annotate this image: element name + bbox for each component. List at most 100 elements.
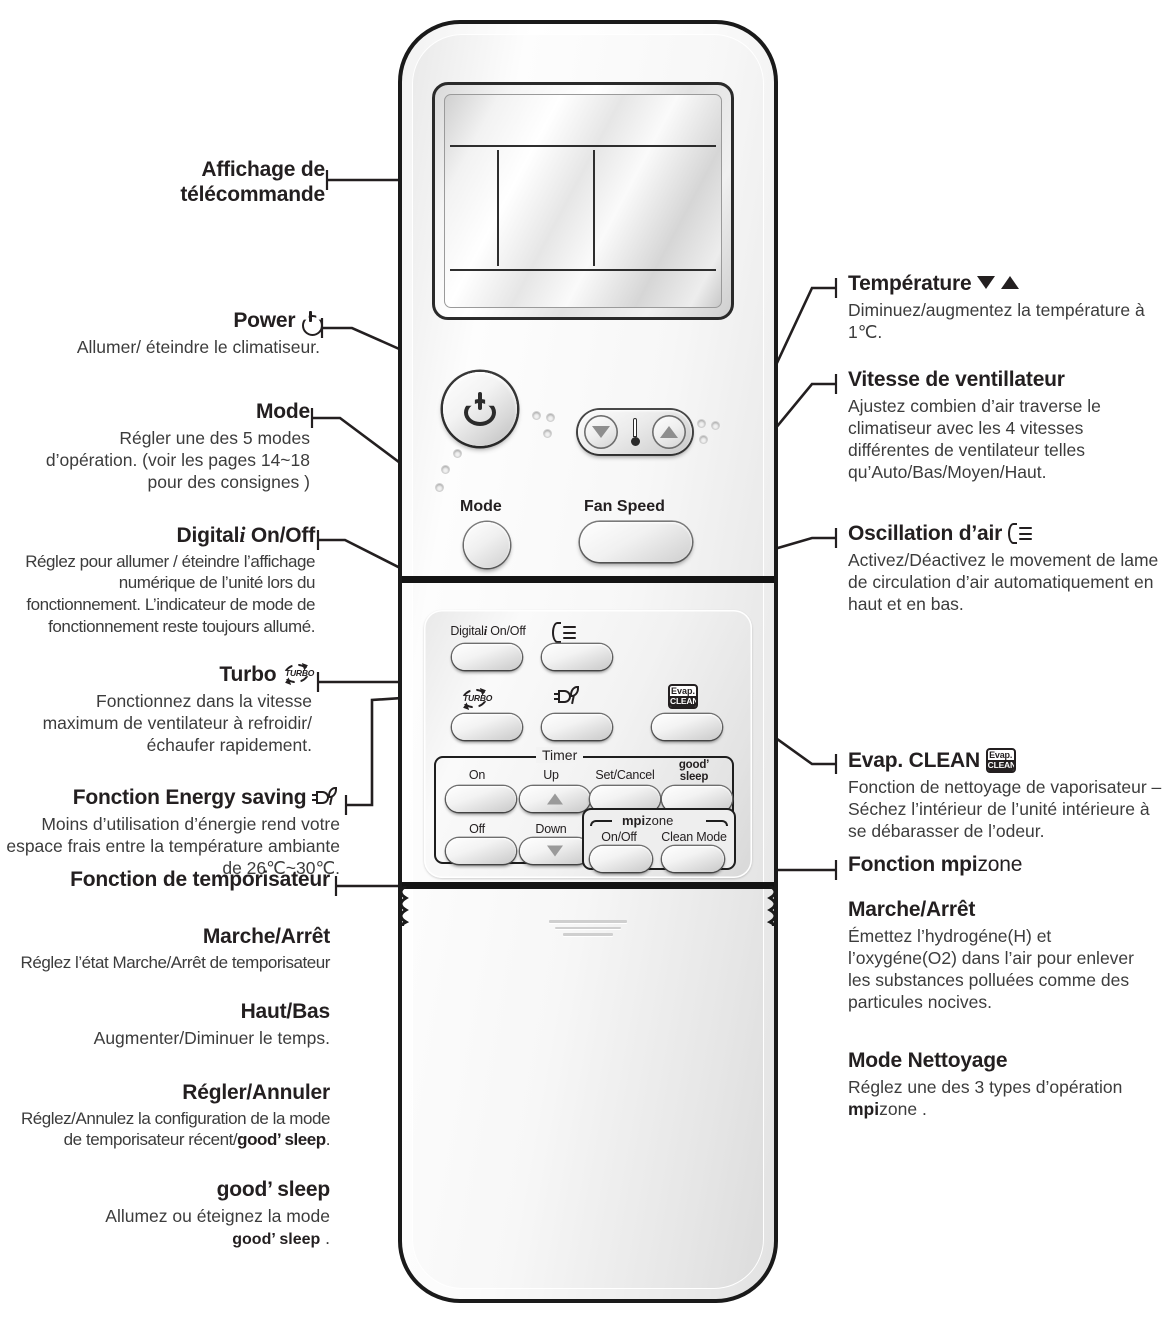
- timer-on-label: On: [468, 768, 486, 782]
- button-panel: Digitali On/Off TURBO: [424, 610, 752, 878]
- break-mark-right: [766, 886, 777, 926]
- lcd-display: [444, 94, 722, 308]
- timer-off-button[interactable]: [446, 838, 516, 864]
- callout-air-swing-body: Activez/Déactivez le movement de lame de…: [848, 549, 1159, 615]
- speaker-grille: [528, 920, 648, 940]
- ir-dots-left: [533, 412, 573, 452]
- panel-divider-top: [402, 576, 774, 583]
- callout-evap-clean: Evap. CLEAN Evap.CLEAN Fonction de netto…: [848, 748, 1163, 842]
- turbo-icon: TURBO: [460, 686, 492, 712]
- timer-down-label: Down: [535, 822, 567, 836]
- energy-saving-icon: [312, 787, 340, 808]
- evap-clean-icon: Evap.CLEAN: [985, 748, 1016, 773]
- mpi-onoff-button[interactable]: [590, 846, 652, 872]
- callout-mpizone-clean-body: Réglez une des 3 types d’opération mpizo…: [848, 1076, 1123, 1119]
- timer-on-button[interactable]: [446, 786, 516, 812]
- callout-set-cancel: Régler/Annuler Réglez/Annulez la configu…: [0, 1081, 331, 1151]
- temp-up-button[interactable]: [652, 415, 686, 449]
- callout-temperature-body: Diminuez/augmentez la température à 1℃.: [848, 299, 1145, 342]
- callout-digital-i-title: Digitali On/Off: [176, 522, 316, 547]
- callout-fan-speed: Vitesse de ventillateur Ajustez combien …: [848, 368, 1160, 484]
- callout-timer-onoff-title: Marche/Arrêt: [202, 925, 330, 948]
- callout-digital-i-body: Réglez pour allumer / éteindre l’afficha…: [25, 551, 315, 636]
- energy-saving-icon: [554, 686, 582, 708]
- thermometer-icon: [630, 418, 640, 446]
- callout-turbo: Turbo TURBO Fonctionnez dans la vitesse …: [30, 661, 315, 756]
- energy-saving-button[interactable]: [542, 714, 612, 740]
- callout-temperature: Température Diminuez/augmentez la tempér…: [848, 272, 1158, 343]
- fan-speed-button[interactable]: [580, 522, 692, 562]
- callout-mode-body: Régler une des 5 modes d’opération. (voi…: [45, 427, 310, 493]
- callout-mpizone: Fonction mpizone: [848, 853, 1160, 880]
- power-icon: [301, 311, 320, 330]
- good-sleep-label: good’ sleep: [678, 759, 710, 783]
- timer-group-label: Timer: [536, 747, 584, 763]
- digital-i-onoff-label: Digitali On/Off: [450, 624, 526, 638]
- callout-set-cancel-title: Régler/Annuler: [182, 1081, 330, 1104]
- lcd-display-frame: [432, 82, 734, 320]
- swing-button[interactable]: [542, 644, 612, 670]
- callout-temperature-title: Température: [848, 272, 1158, 297]
- break-mark-left: [399, 886, 410, 926]
- callout-timer-updown-body: Augmenter/Diminuer le temps.: [93, 1027, 330, 1048]
- callout-timer-updown: Haut/Bas Augmenter/Diminuer le temps.: [0, 1000, 331, 1049]
- callout-turbo-title: Turbo TURBO: [219, 661, 315, 687]
- triangle-down-icon: [977, 276, 996, 289]
- callout-fan-speed-title: Vitesse de ventillateur: [848, 368, 1065, 391]
- callout-turbo-body: Fonctionnez dans la vitesse maximum de v…: [42, 690, 312, 756]
- temperature-buttons[interactable]: [578, 410, 692, 454]
- callout-display-title: Affichage de télécommande: [180, 158, 325, 206]
- panel-divider-bottom: [402, 882, 774, 889]
- italic-i-glyph: i: [483, 624, 488, 638]
- evap-clean-icon: Evap.CLEAN: [668, 684, 698, 709]
- callout-energy-saving-title: Fonction Energy saving: [0, 786, 340, 811]
- callout-power: Power Allumer/ éteindre le climatiseur.: [10, 309, 320, 358]
- callout-mpizone-clean: Mode Nettoyage Réglez une des 3 types d’…: [848, 1049, 1160, 1120]
- mpi-onoff-label: On/Off: [601, 830, 637, 844]
- ir-dots-lower: [436, 450, 476, 500]
- callout-good-sleep-body: Allumez ou éteignez la mode good’ sleep …: [105, 1205, 330, 1248]
- set-cancel-label: Set/Cancel: [595, 768, 655, 782]
- ir-dots-right: [698, 420, 732, 444]
- callout-timer-onoff-body: Réglez l’état Marche/Arrêt de temporisat…: [20, 952, 331, 972]
- callout-mpizone-clean-title: Mode Nettoyage: [848, 1049, 1008, 1072]
- callout-set-cancel-body: Réglez/Annulez la configuration de la mo…: [20, 1108, 331, 1150]
- turbo-button[interactable]: [452, 714, 522, 740]
- set-cancel-button[interactable]: [590, 786, 660, 812]
- italic-i-glyph: i: [239, 522, 246, 547]
- power-button[interactable]: [443, 372, 517, 446]
- timer-off-label: Off: [469, 822, 485, 836]
- timer-up-label: Up: [543, 768, 559, 782]
- callout-mpizone-onoff-body: Émettez l’hydrogéne(H) et l’oxygéne(O2) …: [848, 925, 1134, 1013]
- digital-i-onoff-button[interactable]: [452, 644, 522, 670]
- callout-energy-saving-body: Moins d’utilisation d’énergie rend votre…: [6, 813, 340, 879]
- turbo-icon: TURBO: [282, 661, 314, 687]
- callout-power-title: Power: [10, 309, 320, 334]
- callout-good-sleep: good’ sleep Allumez ou éteignez la mode …: [0, 1178, 330, 1250]
- temp-down-button[interactable]: [584, 415, 618, 449]
- callout-timer-updown-title: Haut/Bas: [240, 1000, 331, 1023]
- good-sleep-button[interactable]: [662, 786, 732, 812]
- mode-button[interactable]: [464, 522, 510, 568]
- callout-air-swing: Oscillation d’air Activez/Déactivez le m…: [848, 522, 1160, 615]
- mpi-clean-mode-button[interactable]: [662, 846, 724, 872]
- callout-timer-title: Fonction de temporisateur: [70, 868, 330, 891]
- callout-air-swing-title: Oscillation d’air: [848, 522, 1160, 547]
- callout-display: Affichage de télécommande: [40, 158, 325, 210]
- timer-up-button[interactable]: [520, 786, 590, 812]
- callout-mode-title: Mode: [255, 400, 310, 423]
- evap-clean-button[interactable]: [652, 714, 722, 740]
- mpi-clean-mode-label: Clean Mode: [661, 830, 727, 844]
- callout-digital-i: Digitali On/Off Réglez pour allumer / ét…: [10, 522, 315, 637]
- timer-down-button[interactable]: [520, 838, 590, 864]
- fan-speed-label: Fan Speed: [584, 498, 665, 515]
- triangle-up-icon: [1000, 276, 1019, 289]
- remote-control-illustration: Mode Fan Speed Digitali On/Off TURBO: [398, 20, 778, 1303]
- callout-timer: Fonction de temporisateur: [0, 868, 330, 895]
- callout-evap-clean-title: Evap. CLEAN Evap.CLEAN: [848, 748, 1016, 773]
- swing-icon: [1007, 523, 1034, 544]
- callout-mode: Mode Régler une des 5 modes d’opération.…: [30, 400, 310, 493]
- power-icon: [464, 392, 496, 426]
- callout-evap-clean-body: Fonction de nettoyage de vaporisateur – …: [848, 776, 1162, 842]
- callout-mpizone-onoff-title: Marche/Arrêt: [848, 898, 976, 921]
